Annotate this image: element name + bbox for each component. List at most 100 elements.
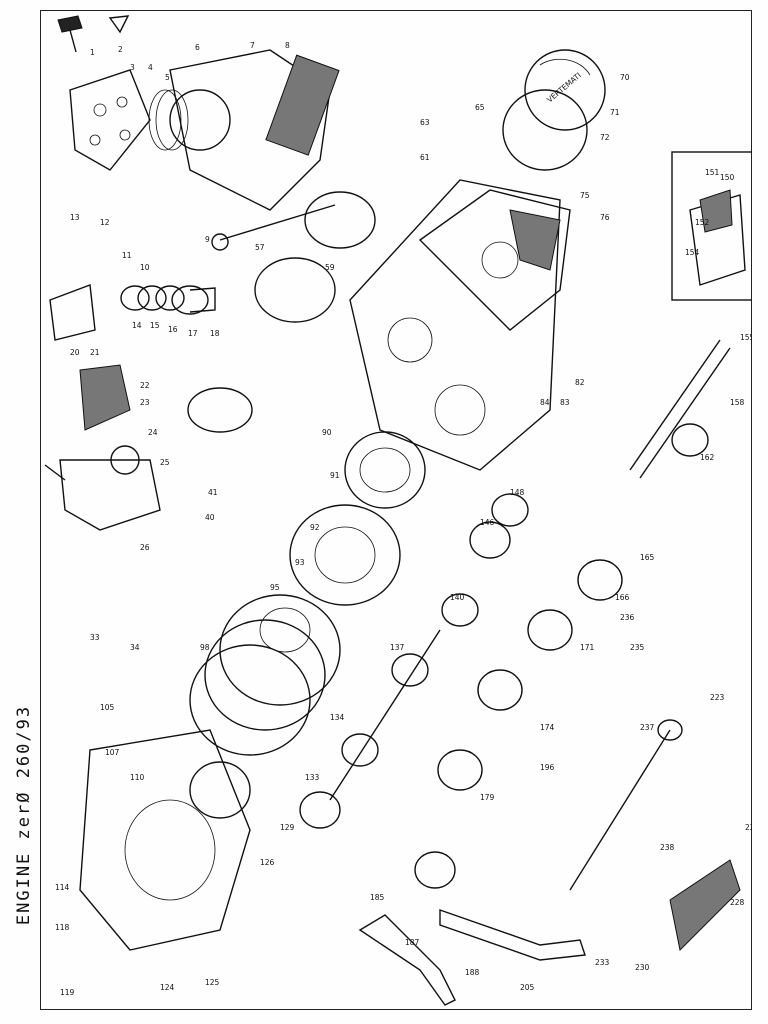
exploded-engine-diagram: VERTEMATI (44, 15, 752, 1006)
callout-label: 17 (188, 329, 198, 338)
callout-label: 179 (480, 793, 495, 802)
clutch-pack (189, 594, 341, 756)
shift-drum (569, 719, 683, 891)
clutch-cover (79, 729, 251, 951)
callout-label: 126 (260, 858, 275, 867)
callout-label: 1 (90, 48, 95, 57)
callout-label: 63 (420, 118, 430, 127)
cylinder-head (69, 69, 151, 171)
callout-label: 228 (730, 898, 745, 907)
cover-logo: VERTEMATI (545, 71, 583, 105)
callout-label: 152 (695, 218, 710, 227)
callout-label: 8 (285, 41, 290, 50)
callout-label: 233 (595, 958, 610, 967)
callout-label: 12 (100, 218, 110, 227)
callout-label: 41 (208, 488, 218, 497)
kick-start-spring (669, 859, 741, 952)
callout-label: 57 (255, 243, 265, 252)
output-shaft (437, 339, 731, 791)
callout-label: 10 (140, 263, 150, 272)
callout-label: 98 (200, 643, 210, 652)
callout-label: 154 (685, 248, 700, 257)
reed-block-inset (671, 151, 752, 301)
callout-label: 20 (70, 348, 80, 357)
callout-label: 118 (55, 923, 70, 932)
callout-label: 40 (205, 513, 215, 522)
callout-label: 2 (118, 45, 123, 54)
callout-label: 24 (148, 428, 158, 437)
spark-plug (57, 15, 130, 53)
callout-label: 133 (305, 773, 320, 782)
callout-label: 21 (90, 348, 100, 357)
callout-label: 26 (140, 543, 150, 552)
callout-label: 146 (480, 518, 495, 527)
callout-label: 23 (140, 398, 150, 407)
callout-label: 110 (130, 773, 145, 782)
callout-label: 25 (160, 458, 170, 467)
callout-label: 150 (720, 173, 735, 182)
callout-label: 65 (475, 103, 485, 112)
callout-label: 148 (510, 488, 525, 497)
callout-label: 165 (640, 553, 655, 562)
gear-cluster (414, 493, 529, 889)
callout-label: 151 (705, 168, 720, 177)
callout-label: 75 (580, 191, 590, 200)
ignition-cover: VERTEMATI (502, 49, 606, 171)
callout-label: 11 (122, 251, 132, 260)
callout-label: 225 (745, 823, 752, 832)
callout-label: 16 (168, 325, 178, 334)
kick-start-lever (358, 914, 456, 1006)
clutch-basket (289, 504, 401, 606)
callout-label: 105 (100, 703, 115, 712)
callout-label: 90 (322, 428, 332, 437)
callout-label: 93 (295, 558, 305, 567)
callout-label: 235 (630, 643, 645, 652)
callout-label: 92 (310, 523, 320, 532)
callout-label: 7 (250, 41, 255, 50)
callout-label: 4 (148, 63, 153, 72)
callout-label: 5 (165, 73, 170, 82)
callout-label: 162 (700, 453, 715, 462)
callout-label: 137 (390, 643, 405, 652)
callout-label: 18 (210, 329, 220, 338)
callout-label: 205 (520, 983, 535, 992)
callout-label: 237 (640, 723, 655, 732)
callout-label: 185 (370, 893, 385, 902)
callout-label: 171 (580, 643, 595, 652)
callout-label: 72 (600, 133, 610, 142)
callout-label: 13 (70, 213, 80, 222)
head-gasket (148, 89, 189, 151)
callout-label: 158 (730, 398, 745, 407)
callout-label: 238 (660, 843, 675, 852)
callout-label: 114 (55, 883, 70, 892)
callout-label: 230 (635, 963, 650, 972)
callout-label: 223 (710, 693, 725, 702)
callout-label: 119 (60, 988, 75, 997)
piston-rings (120, 285, 216, 315)
callout-label: 82 (575, 378, 585, 387)
callout-label: 14 (132, 321, 142, 330)
callout-labels: 1 2 3 4 5 6 7 8 9 10 11 12 13 14 15 16 1… (55, 41, 752, 997)
callout-label: 107 (105, 748, 120, 757)
cylinder-block (169, 49, 340, 211)
callout-label: 71 (610, 108, 620, 117)
callout-label: 91 (330, 471, 340, 480)
callout-label: 196 (540, 763, 555, 772)
callout-label: 188 (465, 968, 480, 977)
crankshaft (187, 191, 376, 433)
callout-label: 84 (540, 398, 550, 407)
callout-label: 174 (540, 723, 555, 732)
callout-label: 34 (130, 643, 140, 652)
callout-label: 33 (90, 633, 100, 642)
diagram-title: ENGINE zerØ 260/93 (14, 704, 34, 926)
callout-label: 76 (600, 213, 610, 222)
title-block: ENGINE zerØ 260/93 (6, 700, 42, 930)
callout-label: 83 (560, 398, 570, 407)
callout-label: 236 (620, 613, 635, 622)
input-shaft (299, 593, 479, 829)
primary-gear (344, 431, 426, 509)
callout-label: 140 (450, 593, 465, 602)
drawing-border (40, 10, 752, 1010)
crankcase (349, 179, 571, 471)
